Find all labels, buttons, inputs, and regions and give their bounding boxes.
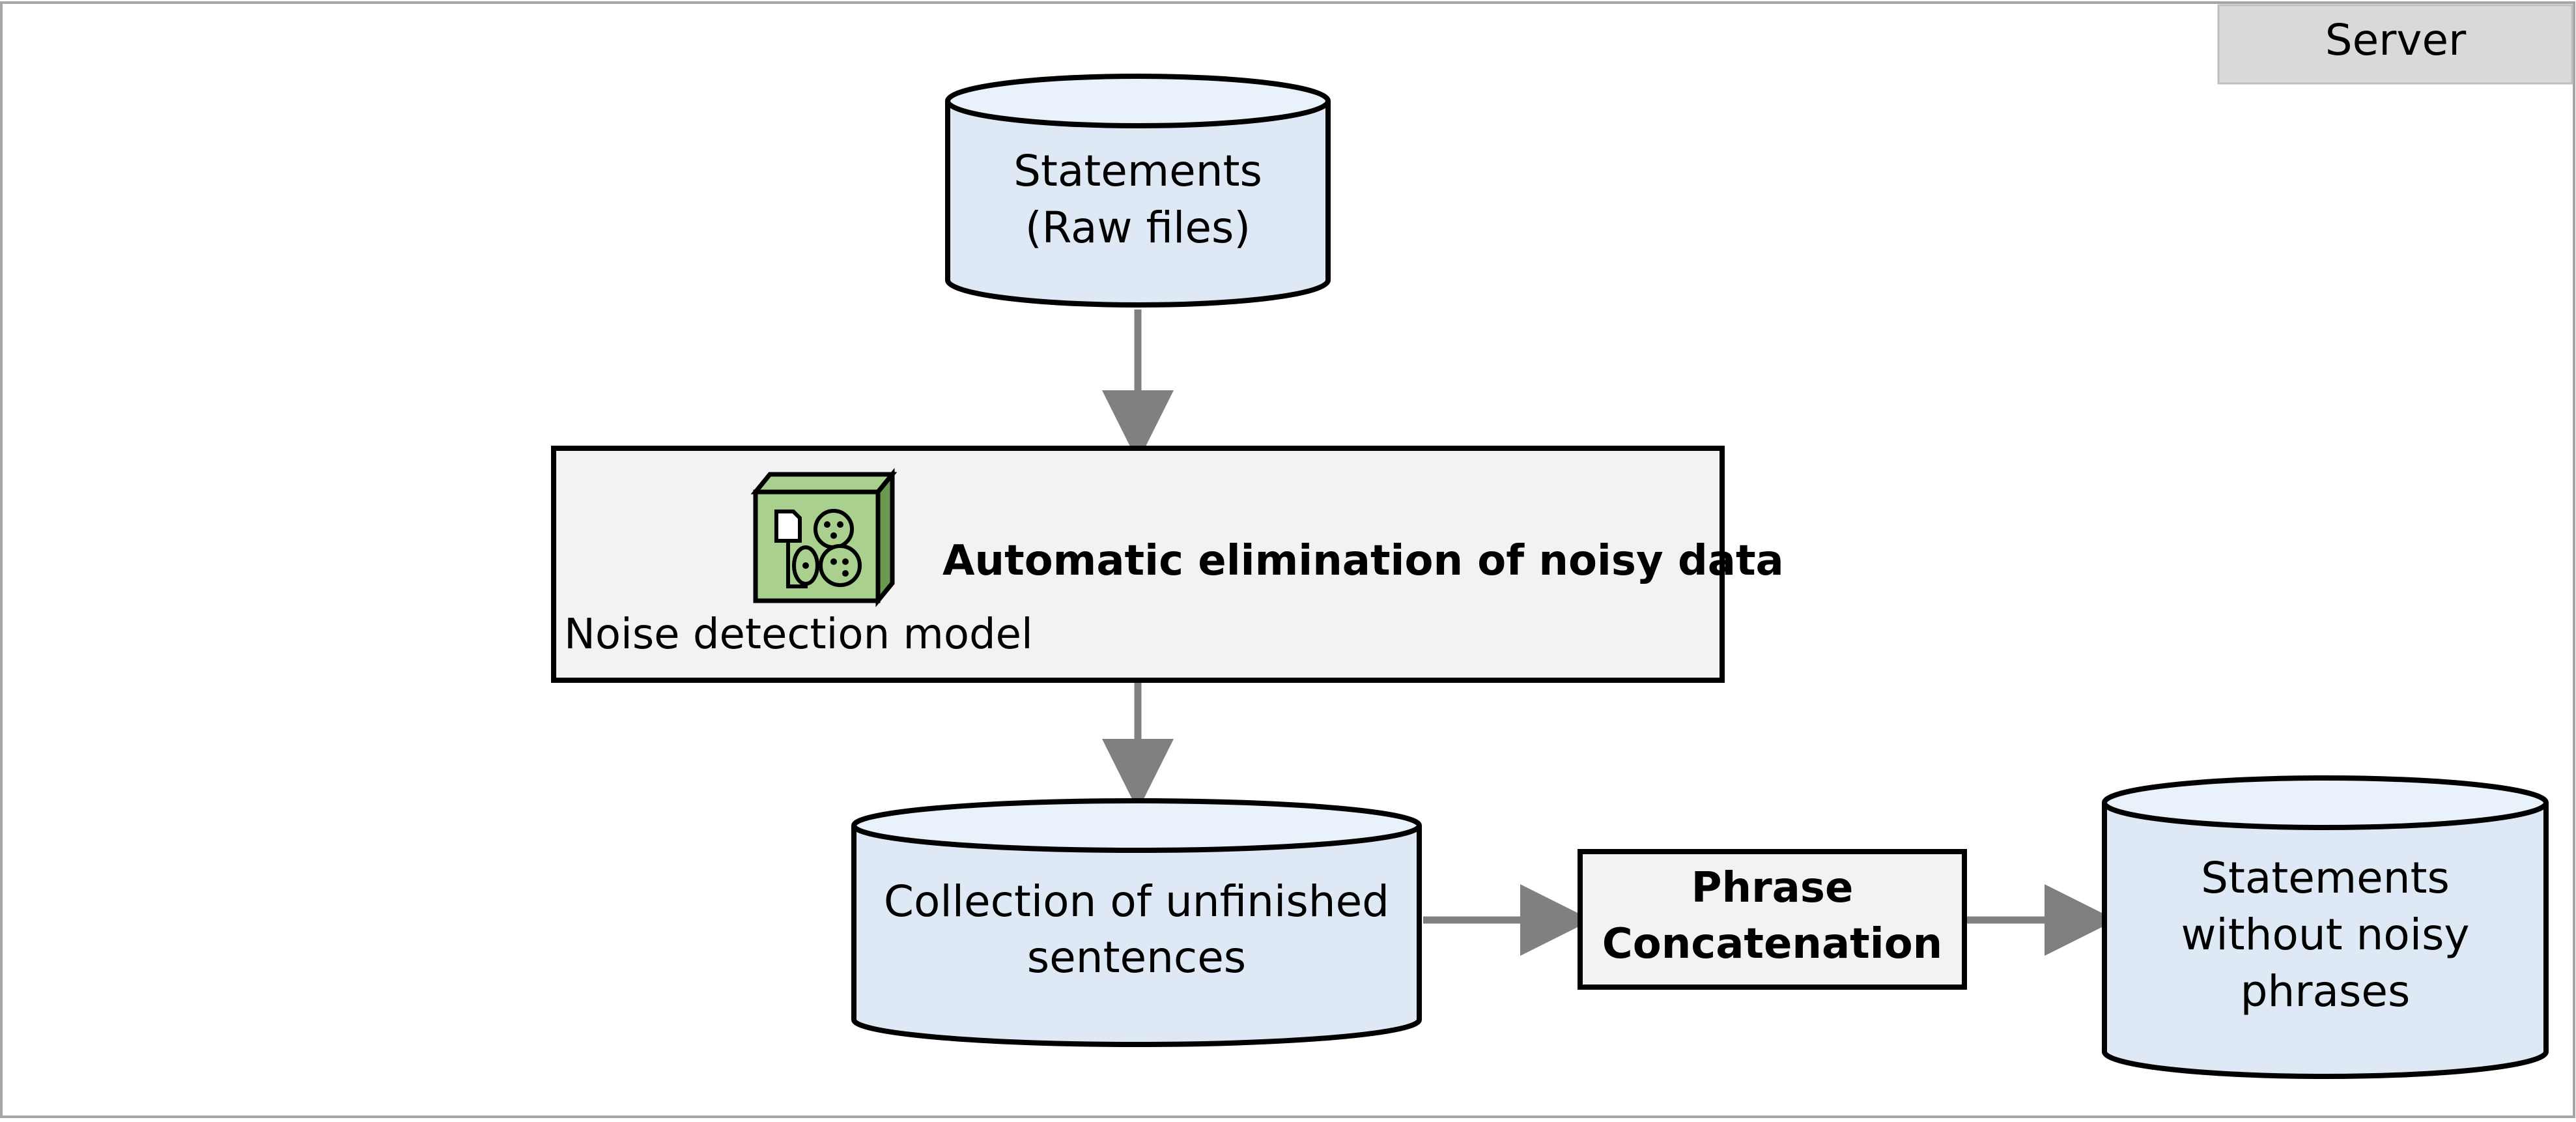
statements-raw-cylinder: Statements (Raw files) — [945, 74, 1331, 308]
clean-statements-line2: without noisy — [2181, 910, 2469, 960]
unfinished-line1: Collection of unfinished — [884, 876, 1389, 927]
unfinished-line2: sentences — [1027, 932, 1246, 983]
statements-raw-line1: Statements — [1013, 146, 1262, 196]
server-tab: Server — [2217, 4, 2573, 85]
noise-model-label: Noise detection model — [564, 611, 1033, 659]
noise-elimination-title: Automatic elimination of noisy data — [942, 537, 1784, 585]
server-label: Server — [2325, 15, 2467, 65]
clean-statements-line3: phrases — [2241, 966, 2411, 1016]
clean-statements-cylinder: Statements without noisy phrases — [2102, 775, 2549, 1079]
noise-elimination-box: Automatic elimination of noisy data Nois… — [551, 446, 1784, 683]
noise-model-icon — [750, 468, 898, 607]
phrase-concat-line1: Phrase — [1691, 864, 1854, 912]
phrase-concat-line2: Concatenation — [1602, 920, 1942, 968]
phrase-concatenation-box: Phrase Concatenation — [1578, 849, 1967, 990]
clean-statements-line1: Statements — [2201, 853, 2450, 903]
unfinished-sentences-cylinder: Collection of unfinished sentences — [851, 798, 1422, 1047]
statements-raw-line2: (Raw files) — [1025, 203, 1251, 253]
